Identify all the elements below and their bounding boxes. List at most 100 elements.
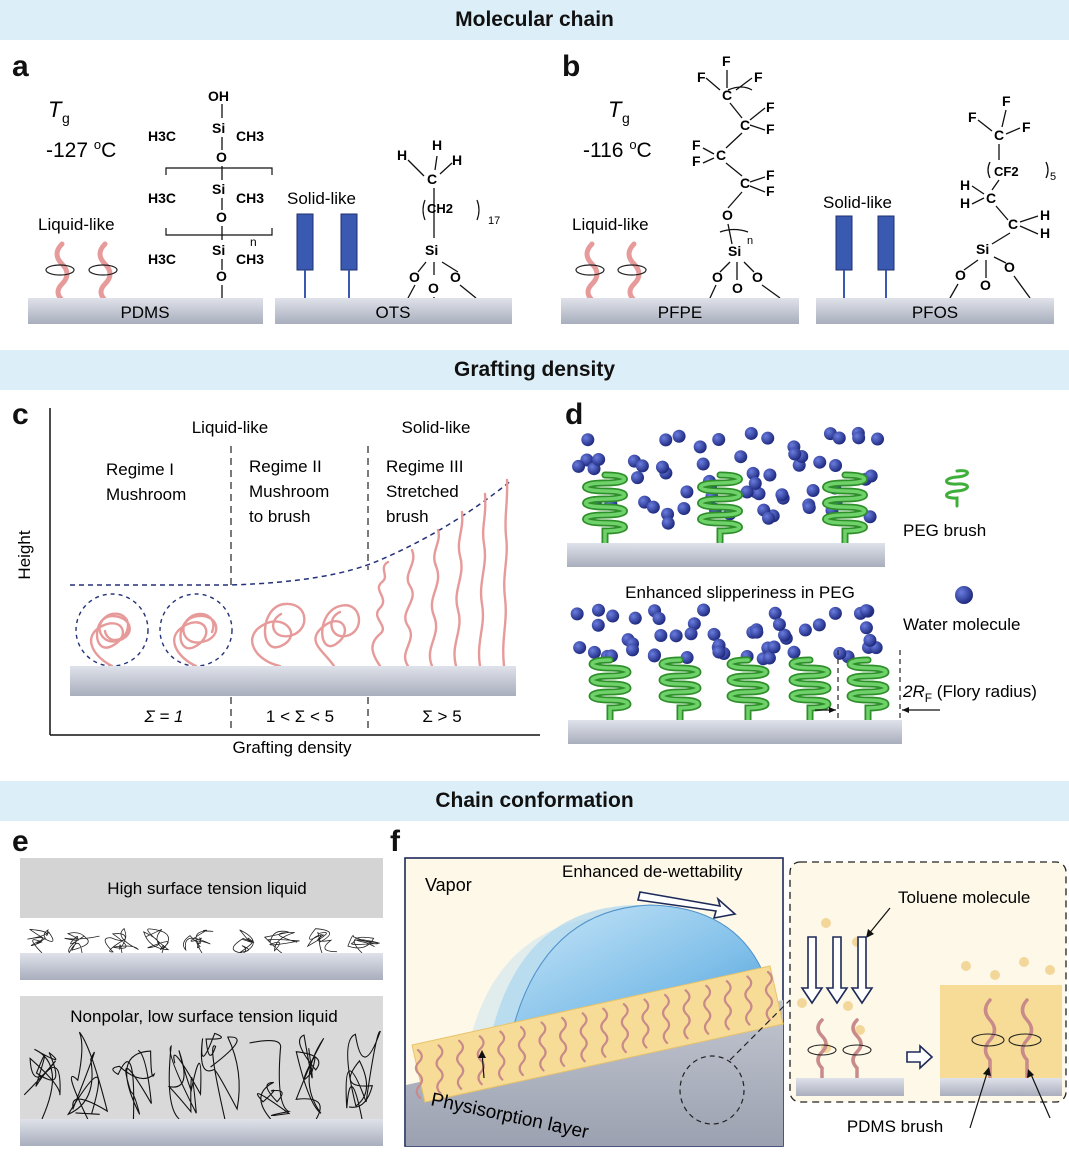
d-substrate-bottom [568,720,902,744]
section-title-molecular-chain: Molecular chain [455,8,614,31]
solid-like-label-a: Solid-like [287,189,356,208]
water-molecule [748,476,762,490]
panel-e: High surface tension liquid Nonpolar, lo… [20,858,383,1146]
pdms-chain [497,1030,506,1081]
water-molecule [572,459,586,473]
ots-structure: H H H C CH2 17 Si O O O [397,137,500,299]
e-swollen-chains [23,1030,381,1120]
pfpe-bonds [702,70,781,299]
svg-text:C: C [994,127,1004,143]
water-molecule [606,609,620,623]
tg-sub-a: g [62,110,70,126]
d-substrate-top [567,543,885,567]
tg-value-b: -116 oC [583,137,652,162]
section-band-grafting [0,350,1069,390]
polymer-coil [23,1048,61,1120]
d-peg-top [582,471,868,547]
water-molecule [761,431,775,445]
svg-text:Si: Si [976,241,989,257]
svg-text:O: O [980,277,991,293]
svg-text:O: O [216,149,227,165]
c-regime2-l2: Mushroom [249,482,329,501]
water-molecule [591,618,605,632]
pfos-structure: F F F C CF2 5 H H C H H C Si O O O [955,93,1056,293]
svg-text:H: H [432,137,442,153]
pdms-substrate [28,298,263,324]
svg-text:C: C [722,87,732,103]
svg-text:Si: Si [728,243,741,259]
pdms-chain [764,970,774,1022]
pdms-chain [559,1016,568,1067]
polymer-coil [295,1034,325,1120]
water-molecule [680,651,694,665]
svg-text:5: 5 [1050,171,1056,183]
water-molecule [654,628,668,642]
polymer-coil [27,928,54,954]
section-title-chain-conformation: Chain conformation [435,789,634,812]
pdms-chain [517,1025,527,1077]
water-molecule [746,466,760,480]
water-legend-icon [955,586,973,604]
d-water-bottom [570,603,883,666]
svg-text:C: C [740,175,750,191]
water-molecule [669,629,683,643]
polymer-coil [64,932,100,954]
svg-text:H: H [1040,207,1050,223]
svg-text:CH3: CH3 [236,128,264,144]
water-molecule [812,618,826,632]
water-molecule [863,633,877,647]
f-pdms-brush: PDMS brush [847,1117,943,1136]
c-ylabel: Height [15,530,34,579]
d-water: Water molecule [903,615,1020,634]
ots-rods [296,213,358,298]
c-regime3-l2: Stretched [386,482,459,501]
e-substrate-bottom [20,1119,383,1146]
svg-text:F: F [968,109,977,125]
water-molecule [787,645,801,659]
svg-text:O: O [216,268,227,284]
water-molecule [677,501,691,515]
c-sigma2: 1 < Σ < 5 [266,707,334,726]
pdms-chain [476,1035,485,1086]
polymer-coil [232,929,255,954]
svg-text:H: H [452,152,462,168]
pdms-chain [682,989,691,1040]
pfpe-structure: F F F C F C F F C F F C F O Si O O O n [692,53,775,296]
polymer-coil [347,935,380,954]
water-molecule [652,611,666,625]
water-molecule [626,643,640,657]
water-molecule [712,645,726,659]
water-molecule [592,452,606,466]
pfos-rods [835,215,895,298]
svg-text:O: O [955,267,966,283]
water-molecule [635,459,649,473]
water-molecule [696,457,710,471]
svg-text:O: O [409,269,420,285]
panel-a: T g -127 oC OH H3C Si CH3 O H3C Si CH3 O… [28,88,512,324]
svg-text:H3C: H3C [148,251,176,267]
water-molecule [798,623,812,637]
panel-letter-b: b [562,50,581,83]
pdms-chain [414,1048,424,1100]
svg-text:Si: Si [425,242,438,258]
svg-text:n: n [747,235,753,247]
svg-text:O: O [216,209,227,225]
svg-text:CH3: CH3 [236,190,264,206]
svg-text:F: F [697,69,706,85]
water-molecule [628,611,642,625]
panel-letter-a: a [12,50,29,83]
water-molecule [802,501,816,515]
water-molecule [740,485,754,499]
water-molecule [684,627,698,641]
f-vapor: Vapor [425,875,472,895]
pdms-chain [661,993,671,1045]
f-zoom-chains-right [983,998,1034,1080]
water-molecule [833,646,847,660]
f-dewet: Enhanced de-wettability [562,862,743,881]
pdms-chain [579,1012,588,1063]
panel-letter-c: c [12,398,29,431]
svg-text:OH: OH [208,88,229,104]
pdms-chain [435,1044,444,1095]
water-molecule [768,606,782,620]
f-right-arrow [906,1044,934,1070]
